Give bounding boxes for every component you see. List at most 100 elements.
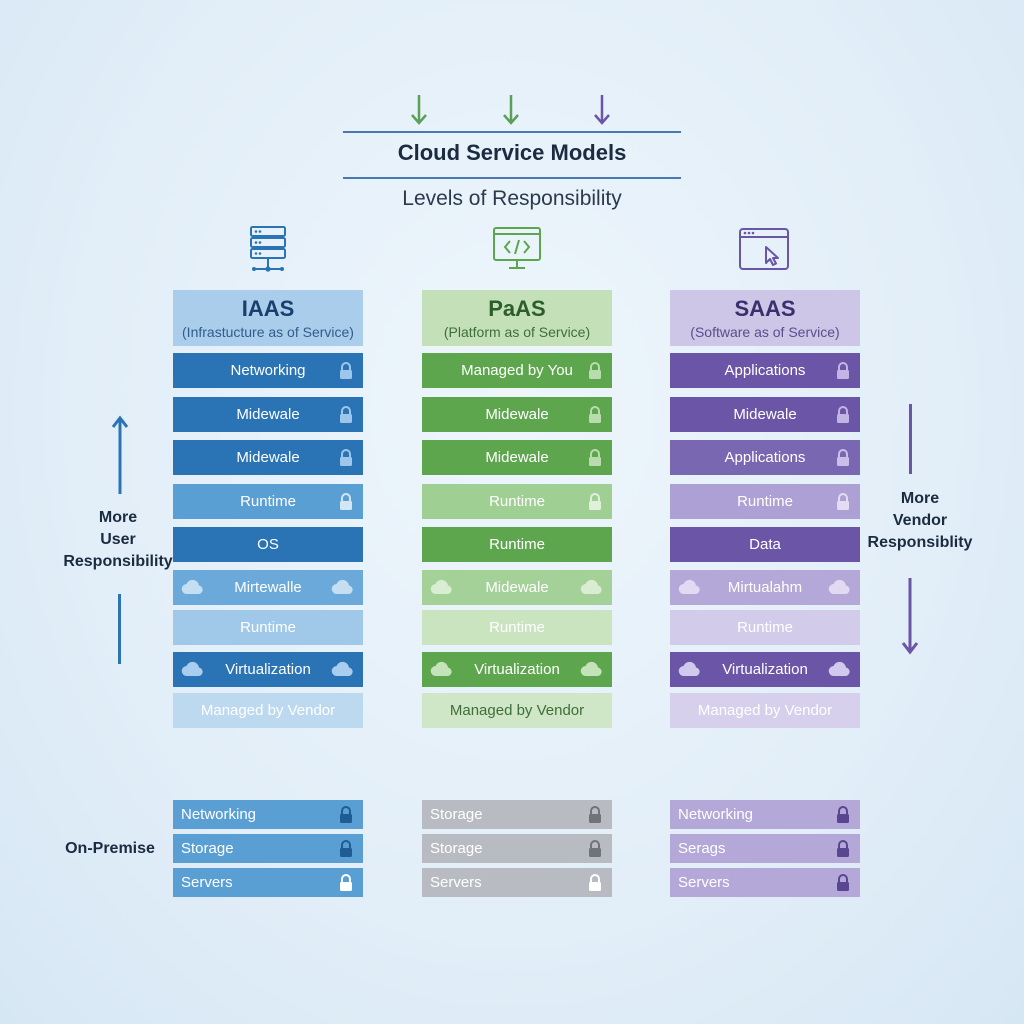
saas-header: SAAS (Software as of Service) <box>670 290 860 346</box>
iaas-row-networking: Networking <box>173 353 363 388</box>
saas-row-data: Data <box>670 527 860 562</box>
paas-row-runtime-2: Runtime <box>422 527 612 562</box>
cloud-icon <box>678 579 700 595</box>
cloud-icon <box>678 661 700 677</box>
iaas-onprem-stack: Networking Storage Servers <box>173 800 363 900</box>
paas-row-midewale-2: Midewale <box>422 440 612 475</box>
row-label: Runtime <box>489 619 545 636</box>
row-label: Storage <box>430 840 483 857</box>
lock-icon <box>589 874 601 891</box>
row-label: Midewale <box>733 406 797 423</box>
page-title: Cloud Service Models <box>397 140 627 165</box>
lock-icon <box>340 493 352 510</box>
cloud-icon <box>181 661 203 677</box>
paas-row-runtime-3: Runtime <box>422 610 612 645</box>
row-label: Networking <box>181 806 257 823</box>
row-label: Managed by Vendor <box>449 702 585 719</box>
lock-icon <box>589 449 601 466</box>
paas-subtitle: (Platform as of Service) <box>443 324 591 340</box>
lock-icon <box>340 362 352 379</box>
left-arrow-stem <box>118 594 121 664</box>
title-divider-bottom <box>343 177 681 179</box>
lock-icon <box>340 406 352 423</box>
lock-icon <box>589 362 601 379</box>
cloud-icon <box>580 661 602 677</box>
down-arrow-icon <box>411 95 427 125</box>
saas-title: SAAS <box>734 296 796 321</box>
lock-icon <box>340 874 352 891</box>
code-monitor-icon <box>493 227 541 269</box>
on-premise-label: On-Premise <box>65 840 155 857</box>
iaas-onprem-servers: Servers <box>173 868 363 897</box>
cloud-icon <box>430 661 452 677</box>
right-arrow-stem <box>909 404 912 474</box>
row-label: Virtualization <box>225 661 311 678</box>
row-label: Runtime <box>737 493 793 510</box>
paas-row-runtime: Runtime <box>422 484 612 519</box>
row-label: Managed by You <box>461 362 573 379</box>
iaas-row-managed-by-vendor: Managed by Vendor <box>173 693 363 728</box>
row-label: Serags <box>678 840 726 857</box>
paas-onprem-stack: Storage Storage Servers <box>422 800 612 900</box>
cloud-icon <box>828 661 850 677</box>
row-label: Networking <box>230 362 306 379</box>
saas-onprem-stack: Networking Serags Servers <box>670 800 860 900</box>
down-arrow-icon <box>503 95 519 125</box>
row-label: Virtualization <box>474 661 560 678</box>
paas-row-midewale: Midewale <box>422 397 612 432</box>
saas-row-applications-2: Applications <box>670 440 860 475</box>
row-label: Runtime <box>240 619 296 636</box>
title-divider-top <box>343 131 681 133</box>
cloud-icon <box>181 579 203 595</box>
more-user-responsibility-label: More User Responsibility <box>63 509 173 570</box>
row-label: Servers <box>430 874 482 891</box>
row-label: Data <box>749 536 781 553</box>
lock-icon <box>589 806 601 823</box>
iaas-column: IAAS (Infrastucture as of Service) Netwo… <box>173 290 363 728</box>
saas-row-runtime-2: Runtime <box>670 610 860 645</box>
paas-row-virtualization: Virtualization <box>422 652 612 687</box>
saas-onprem-servers: Servers <box>670 868 860 897</box>
down-arrow-icon <box>594 95 610 125</box>
paas-title: PaAS <box>488 296 546 321</box>
paas-row-managed-by-you: Managed by You <box>422 353 612 388</box>
server-icon <box>250 226 286 272</box>
lock-icon <box>837 449 849 466</box>
saas-row-managed-by-vendor: Managed by Vendor <box>670 693 860 728</box>
lock-icon <box>837 840 849 857</box>
saas-onprem-networking: Networking <box>670 800 860 829</box>
saas-row-midewale: Midewale <box>670 397 860 432</box>
row-label: Virtualization <box>722 661 808 678</box>
cloud-icon <box>828 579 850 595</box>
lock-icon <box>837 874 849 891</box>
row-label: Runtime <box>489 493 545 510</box>
saas-onprem-serags: Serags <box>670 834 860 863</box>
lock-icon <box>589 493 601 510</box>
saas-subtitle: (Software as of Service) <box>690 324 840 340</box>
browser-cursor-icon <box>739 228 789 270</box>
more-vendor-responsibility-label: More Vendor Responsiblity <box>867 490 973 551</box>
iaas-row-midewale: Midewale <box>173 397 363 432</box>
saas-row-applications: Applications <box>670 353 860 388</box>
row-label: Storage <box>430 806 483 823</box>
cloud-icon <box>331 661 353 677</box>
row-label: Managed by Vendor <box>697 702 833 719</box>
row-label: Managed by Vendor <box>200 702 336 719</box>
paas-column: PaAS (Platform as of Service) Managed by… <box>422 290 612 728</box>
up-arrow-icon <box>111 415 129 494</box>
paas-header: PaAS (Platform as of Service) <box>422 290 612 346</box>
lock-icon <box>589 840 601 857</box>
saas-column: SAAS (Software as of Service) Applicatio… <box>670 290 860 728</box>
cloud-icon <box>580 579 602 595</box>
row-label: OS <box>257 536 279 553</box>
row-label: Runtime <box>489 536 545 553</box>
row-label: Midewale <box>236 406 300 423</box>
row-label: Applications <box>724 449 806 466</box>
row-label: Mirtewalle <box>234 579 302 596</box>
saas-row-mirtualahm: Mirtualahm <box>670 570 860 605</box>
lock-icon <box>340 806 352 823</box>
row-label: Networking <box>678 806 754 823</box>
lock-icon <box>837 806 849 823</box>
row-label: Runtime <box>737 619 793 636</box>
lock-icon <box>837 406 849 423</box>
